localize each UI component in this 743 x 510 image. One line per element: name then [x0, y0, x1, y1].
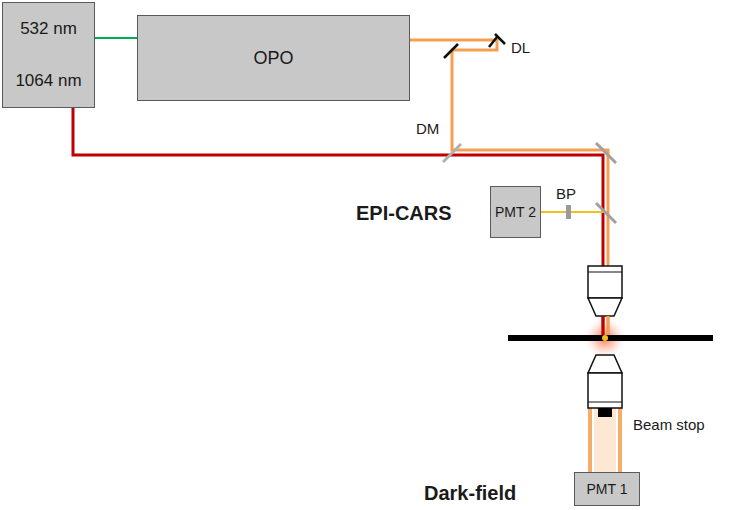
dichroic-mirror	[443, 144, 461, 162]
detector-box: PMT 1	[574, 472, 640, 506]
node-text: PMT 2	[495, 204, 536, 220]
ir-beam	[73, 108, 603, 335]
component-label: DL	[511, 40, 530, 57]
epi-dichroic	[596, 203, 616, 223]
sample-stage	[508, 335, 713, 341]
channel-label: EPI-CARS	[356, 202, 452, 224]
objective	[588, 355, 622, 373]
mirror	[596, 143, 616, 163]
epi-signal-beam	[540, 211, 604, 213]
opo-beam	[410, 40, 608, 335]
component-label: BP	[556, 186, 576, 203]
beam-connector	[95, 37, 137, 39]
component-label: DM	[416, 121, 439, 138]
beam-stop	[598, 408, 612, 417]
bandpass-filter	[566, 205, 571, 219]
objective	[588, 266, 622, 298]
channel-label: Dark-field	[424, 482, 516, 504]
laser-box: 532 nm 1064 nm	[2, 2, 95, 108]
delay-mirror	[495, 34, 505, 44]
node-text: PMT 1	[587, 481, 628, 497]
component-label: Beam stop	[633, 417, 705, 434]
opo-box: OPO	[137, 15, 410, 101]
steering-mirror	[444, 44, 458, 58]
node-text: 532 nm	[20, 19, 77, 39]
node-text: 1064 nm	[15, 71, 81, 91]
node-text: OPO	[253, 48, 293, 69]
detector-box: PMT 2	[490, 186, 541, 238]
delay-mirror	[489, 37, 497, 47]
